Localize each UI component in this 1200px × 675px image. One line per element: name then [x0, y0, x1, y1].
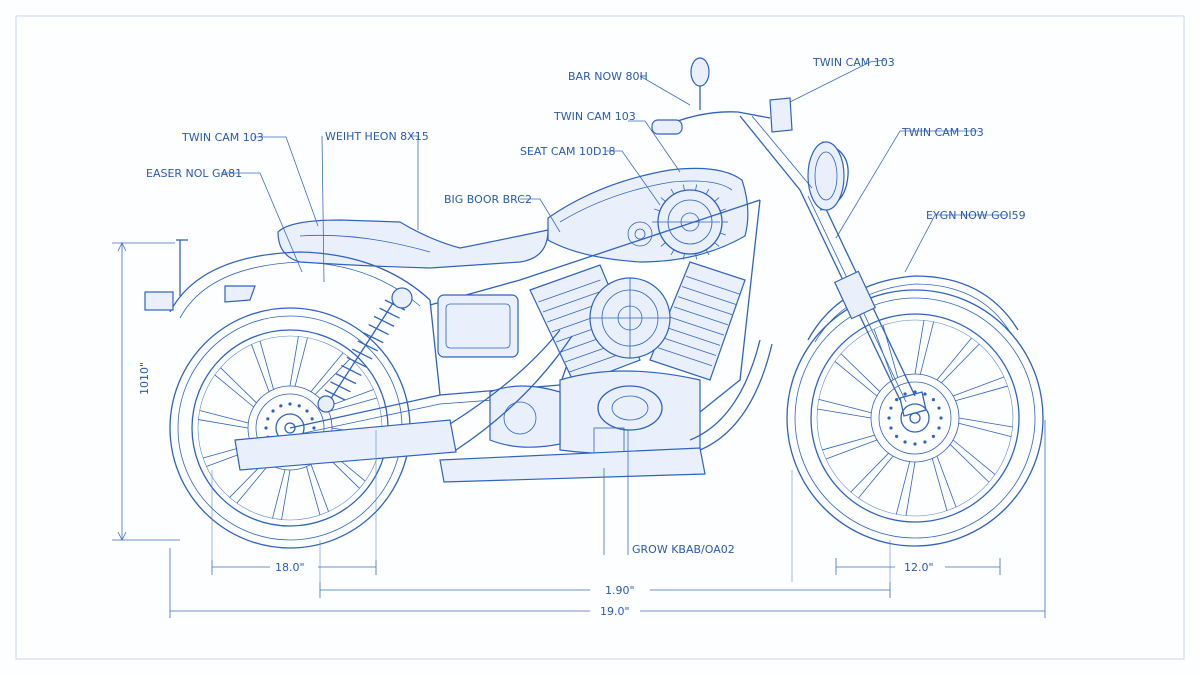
crankcase — [559, 370, 701, 455]
callout-twin-cam-top-right: TWIN CAM 103 — [812, 56, 895, 69]
handlebar — [651, 57, 813, 191]
dimension-rear-wheel: 18.0" — [275, 561, 305, 574]
page-border — [15, 15, 1185, 660]
leader-lines — [221, 59, 1007, 555]
seat — [277, 219, 549, 269]
dimension-overall-length: 19.0" — [600, 605, 630, 618]
callout-twin-cam-left: TWIN CAM 103 — [181, 131, 264, 144]
callout-weight: WEIHT HEON 8X15 — [325, 130, 429, 143]
callout-easter: EASER NOL GA81 — [146, 167, 242, 180]
mirror-icon — [690, 57, 710, 87]
fuel-tank — [547, 167, 749, 263]
dimension-lines — [112, 242, 1046, 618]
headlight — [807, 141, 849, 211]
dimension-height: 1010" — [138, 362, 151, 395]
callout-bar: BAR NOW 80H — [568, 70, 648, 83]
callout-big-bore: BIG BOOR BRC2 — [444, 193, 532, 206]
rear-fender — [144, 239, 431, 319]
callout-grow: GROW KBAB/OA02 — [632, 543, 735, 556]
exhaust — [234, 329, 773, 483]
callout-twin-cam-right: TWIN CAM 103 — [901, 126, 984, 139]
front-fender — [807, 275, 1019, 341]
front-wheel — [786, 289, 1044, 547]
rear-shock — [317, 287, 413, 413]
side-cover — [437, 294, 519, 358]
taillight-icon — [224, 285, 256, 303]
primary-cover — [489, 385, 561, 448]
dimension-front-wheel: 12.0" — [904, 561, 934, 574]
v-twin-engine — [489, 261, 746, 455]
callout-seat: SEAT CAM 10D18 — [520, 145, 615, 158]
dimension-wheelbase: 1.90" — [605, 584, 635, 597]
callout-eygn: EYGN NOW GOI59 — [926, 209, 1026, 222]
callout-twin-cam-tank: TWIN CAM 103 — [553, 110, 636, 123]
front-fork — [799, 185, 927, 417]
